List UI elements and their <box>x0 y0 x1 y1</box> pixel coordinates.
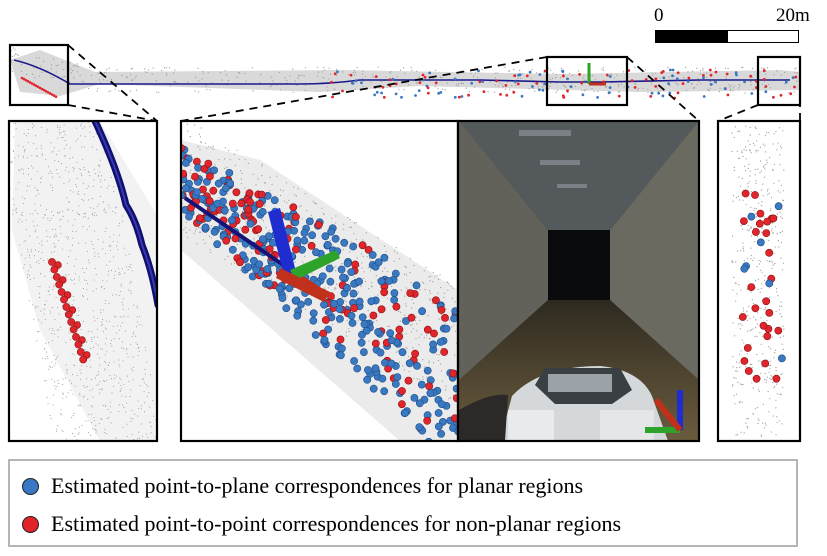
legend-planar-dot-icon <box>22 477 39 495</box>
overview-correspondence-dots <box>20 68 798 100</box>
robot-body <box>459 366 668 441</box>
overview-zoom-box-middle <box>545 55 629 107</box>
left-zoom-panel <box>7 119 159 443</box>
overview-axes <box>587 63 606 86</box>
scale-start-label: 0 <box>654 5 664 26</box>
overview-strip <box>9 47 800 100</box>
legend-planar-label: Estimated point-to-plane correspondences… <box>51 473 584 498</box>
right-zoom-correspondence-dots <box>738 189 786 383</box>
left-zoom-nonplanar-dots <box>48 258 91 364</box>
overview-zoom-box-right <box>756 55 802 107</box>
camera-view-panel <box>459 121 699 441</box>
zoom-connector-lines <box>67 44 801 122</box>
center-zoom-3d-axes <box>268 208 340 302</box>
overview-zoom-box-left <box>8 43 70 107</box>
camera-view-frame <box>456 119 701 443</box>
scale-end-label: 20m <box>776 5 810 26</box>
legend-item-nonplanar: Estimated point-to-point correspondences… <box>22 511 621 537</box>
legend: Estimated point-to-plane correspondences… <box>8 459 798 547</box>
scale-bar-white-segment <box>727 30 799 43</box>
legend-nonplanar-label: Estimated point-to-point correspondences… <box>51 511 622 536</box>
right-zoom-panel <box>716 119 802 443</box>
left-zoom-point-cloud <box>9 121 157 441</box>
legend-nonplanar-dot-icon <box>22 515 39 533</box>
center-zoom-panel <box>179 119 460 443</box>
camera-view-axes <box>645 390 683 433</box>
legend-item-planar: Estimated point-to-plane correspondences… <box>22 473 583 499</box>
center-zoom-trajectory <box>183 196 300 277</box>
